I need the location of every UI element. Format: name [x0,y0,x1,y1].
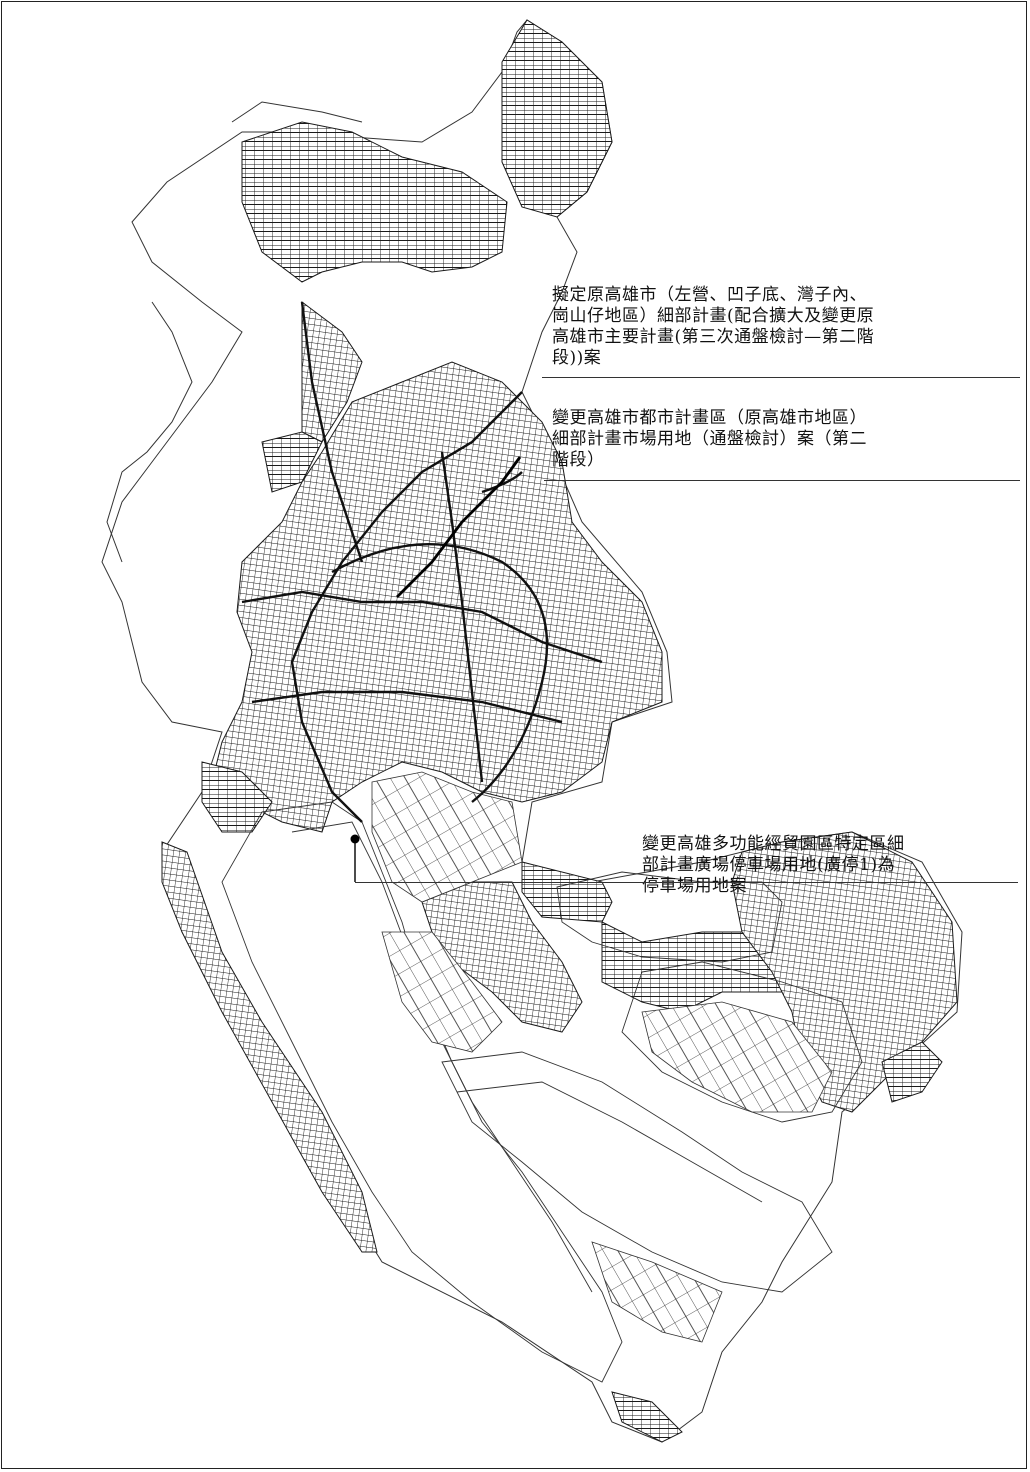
port-and-airport-area [221,801,863,1383]
sparse-parcels [371,771,833,1343]
plan-label-market: 變更高雄市都市計畫區（原高雄市地區） 細部計畫市場用地（通盤檢討）案（第二 階段… [552,408,867,470]
leader-line-parking [355,882,1018,883]
plan-label-parking: 變更高雄多功能經貿園區特定區細 部計畫廣場停車場用地(廣停1)為 停車場用地案 [642,834,905,896]
leader-line-market [544,480,1020,481]
river [396,456,522,598]
plan-label-zuoying: 擬定原高雄市（左營、凹子底、灣子內、 崗山仔地區）細部計畫(配合擴大及變更原 高… [552,285,875,368]
outer-outline [101,19,963,1443]
parking-site-marker [350,834,360,882]
urban-grid [161,19,958,1443]
main-roads [241,301,603,823]
leader-line-zuoying [542,377,1020,378]
